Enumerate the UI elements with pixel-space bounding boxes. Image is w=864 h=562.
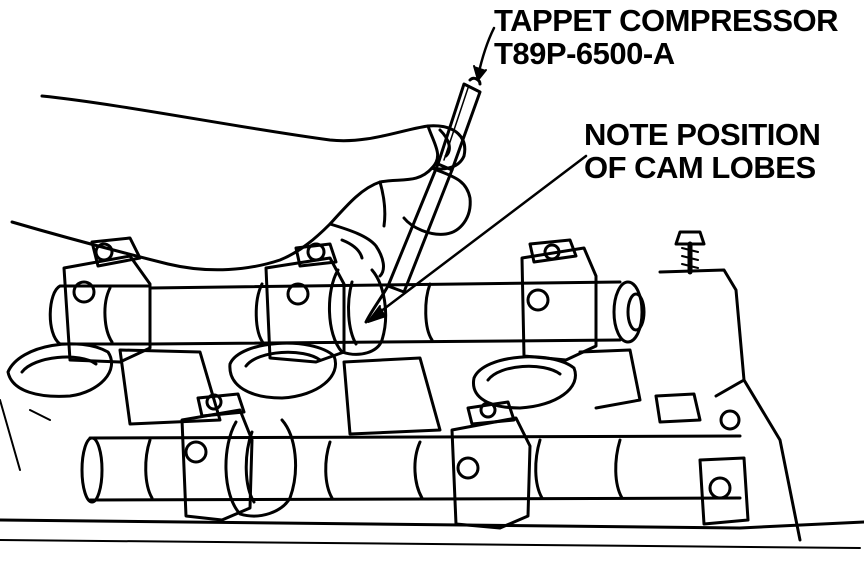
lower-cam-caps bbox=[180, 392, 750, 530]
leader-tool bbox=[473, 26, 496, 81]
tappet-compressor-label-line1: TAPPET COMPRESSOR bbox=[494, 3, 839, 38]
upper-camshaft bbox=[48, 268, 646, 356]
cylinder-head-base bbox=[0, 378, 864, 549]
cam-lobes-label: NOTE POSITION OF CAM LOBES bbox=[584, 117, 821, 185]
tappet-compressor-label: TAPPET COMPRESSOR T89P-6500-A bbox=[494, 3, 839, 71]
hand-upper bbox=[40, 94, 472, 236]
cam-lobes-label-line1: NOTE POSITION bbox=[584, 117, 821, 152]
follower-pockets bbox=[0, 341, 642, 471]
leader-cam bbox=[367, 154, 588, 323]
tappet-compressor-tool bbox=[364, 76, 482, 324]
cam-lobes-label-line2: OF CAM LOBES bbox=[584, 150, 816, 185]
hand-lower bbox=[10, 166, 434, 278]
upper-cam-caps bbox=[62, 236, 598, 364]
lower-camshaft bbox=[80, 418, 742, 518]
tappet-compressor-label-line2: T89P-6500-A bbox=[494, 36, 675, 71]
adjuster-bolt bbox=[658, 230, 746, 398]
